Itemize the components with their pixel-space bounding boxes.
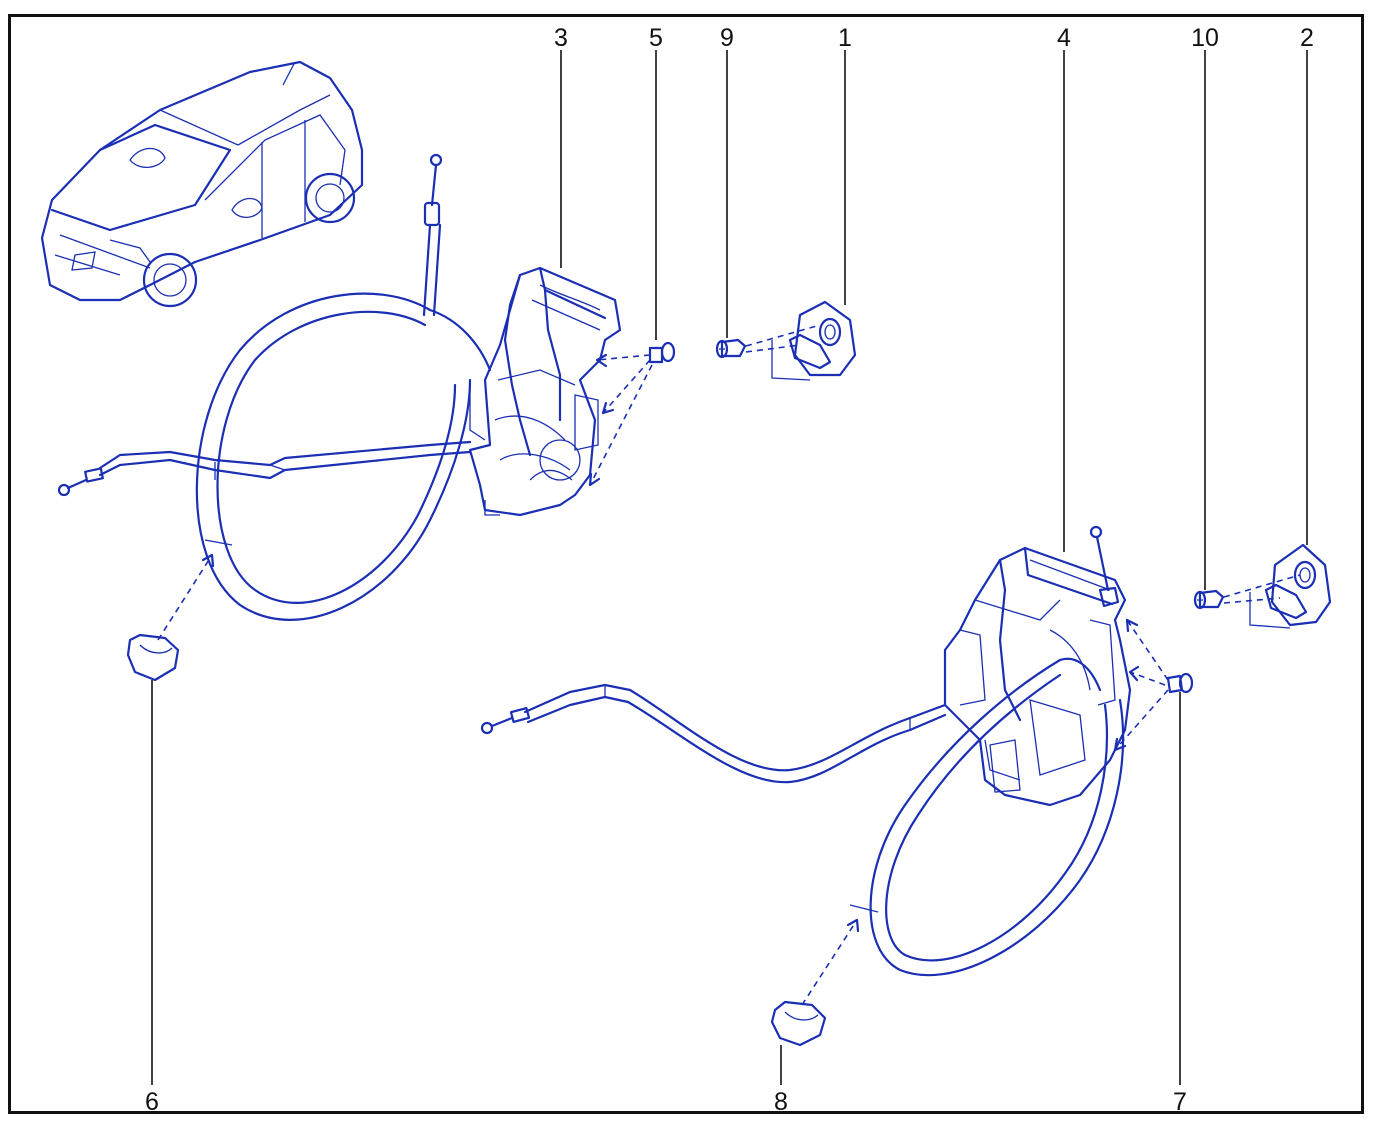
clip-6 xyxy=(126,553,215,682)
callout-8: 8 xyxy=(774,1088,788,1116)
striker-2-assembly xyxy=(1193,543,1332,629)
car-illustration xyxy=(40,60,364,308)
callout-9: 9 xyxy=(720,24,734,52)
callout-4: 4 xyxy=(1057,24,1071,52)
callout-1: 1 xyxy=(838,24,852,52)
rear-lock-assembly xyxy=(480,525,1169,977)
callout-10: 10 xyxy=(1191,24,1219,52)
leader-lines xyxy=(151,50,1308,1085)
striker-1-assembly xyxy=(715,300,857,381)
front-lock-assembly xyxy=(57,153,653,621)
clip-8 xyxy=(770,918,860,1047)
callout-5: 5 xyxy=(649,24,663,52)
callout-2: 2 xyxy=(1300,24,1314,52)
callout-3: 3 xyxy=(554,24,568,52)
callout-6: 6 xyxy=(145,1088,159,1116)
screw-7 xyxy=(1166,672,1194,694)
callout-7: 7 xyxy=(1173,1088,1187,1116)
screw-5 xyxy=(648,341,676,364)
